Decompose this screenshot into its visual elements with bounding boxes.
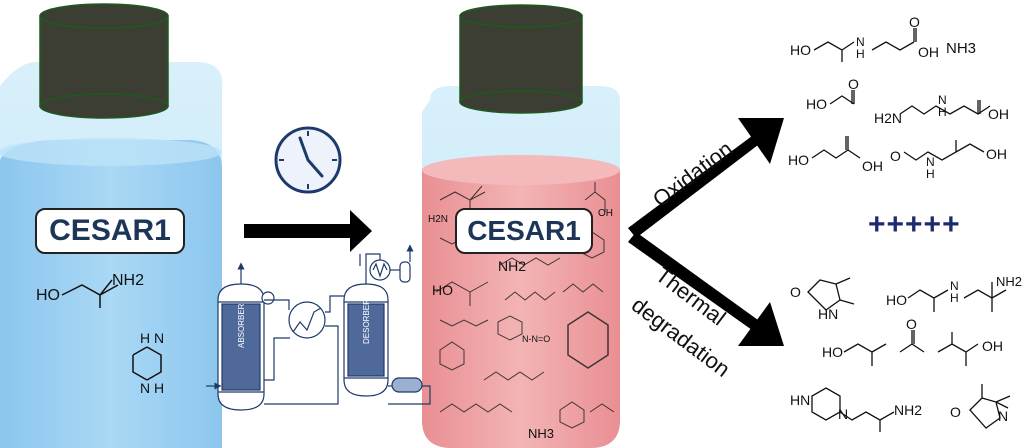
desorber-column: [347, 303, 385, 377]
p3-ho: HO: [806, 96, 827, 112]
clock-icon: [274, 126, 342, 194]
rb-nh3-label: NH3: [528, 426, 555, 441]
p6-oh: OH: [986, 146, 1007, 162]
t2-nh: N H: [950, 279, 959, 305]
p1-o: O: [909, 14, 920, 30]
right-bottle-cap: [459, 4, 583, 114]
p1-nh: N H: [856, 35, 865, 61]
p4-nh: N H: [938, 93, 947, 119]
p3-o: O: [848, 76, 859, 92]
p5-ho: HO: [788, 152, 809, 168]
right-bottle-label: CESAR1: [455, 208, 593, 254]
amp-ho-label: HO: [36, 287, 60, 304]
t4-nh2: NH2: [894, 402, 923, 418]
t4-hn: HN: [790, 392, 811, 408]
p6-o: O: [890, 148, 901, 164]
oxidation-products: [811, 28, 991, 161]
t3-oh: OH: [982, 338, 1003, 354]
p2-nh3: NH3: [946, 40, 977, 57]
p6-nh: N H: [926, 155, 935, 181]
absorber-column: [221, 303, 261, 391]
piperazine-molecule-left: [132, 346, 162, 381]
rb-nh2-label: NH2: [498, 258, 527, 274]
p4-oh: OH: [988, 106, 1009, 122]
t1-hn: HN: [818, 306, 839, 322]
left-bottle-label: CESAR1: [35, 208, 185, 254]
degraded-solution-molecules: [435, 182, 615, 429]
desorber-label: DESORBER: [362, 299, 371, 344]
t1-o: O: [790, 284, 801, 300]
amp-nh2-label: NH2: [112, 272, 145, 289]
left-bottle-cap: [39, 3, 169, 119]
piperazine-nh-bottom-label: N H: [140, 380, 165, 396]
arrow-down-right-icon: [628, 232, 784, 346]
plus-signs: +++++: [868, 208, 961, 241]
process-flowsheet-icon: [206, 244, 431, 411]
thermal-products: [807, 277, 1011, 432]
t4-n: N: [838, 406, 849, 422]
arrow-up-right-icon: [628, 118, 784, 238]
rb-oh-label: OH: [598, 208, 613, 219]
t5-o: O: [950, 404, 961, 420]
left-liquid: [0, 140, 222, 448]
rb-nitroso-label: N-N=O: [522, 334, 551, 344]
p5-oh: OH: [862, 158, 883, 174]
t2-ho: HO: [886, 292, 907, 308]
t2-nh2: NH2: [996, 274, 1023, 289]
piperazine-nh-top-label: H N: [140, 330, 165, 346]
amp-molecule-left: [61, 279, 119, 308]
p1-oh: OH: [918, 44, 939, 60]
left-bottle: [0, 61, 223, 448]
t3-o: O: [906, 316, 917, 332]
rb-h2n-label: H2N: [428, 214, 449, 225]
p1-ho: HO: [790, 42, 811, 58]
arrow-right-icon: [244, 210, 372, 252]
t3-ho: HO: [822, 344, 843, 360]
t5-n: N: [998, 408, 1009, 424]
p4-h2n: H2N: [874, 110, 903, 126]
rb-ho-label: HO: [432, 282, 453, 298]
absorber-label: ABSORBER: [237, 303, 246, 348]
